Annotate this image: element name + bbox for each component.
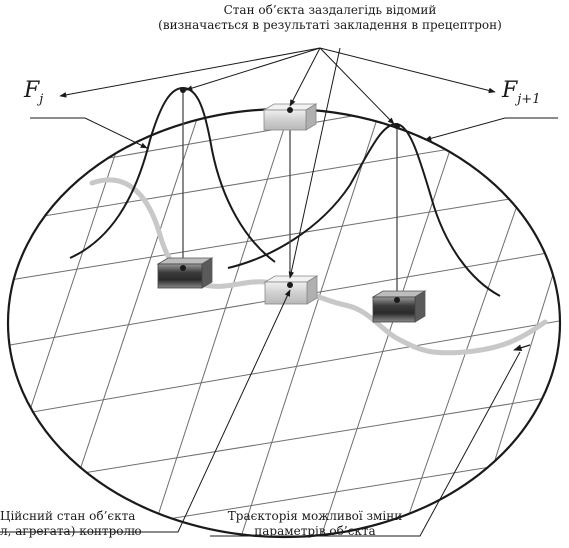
bottom-left-leader <box>0 289 291 533</box>
label-arrows <box>59 47 496 279</box>
arrow-to-middle-block <box>288 47 341 279</box>
bottom-right-leader <box>210 351 521 537</box>
arrow-to-peak-left <box>185 47 321 91</box>
function-label-fj1: Fj+1 <box>502 80 540 111</box>
peak-curve-right <box>227 122 501 297</box>
bottom-left-caption: Ційсний стан об’єкта л, агрегата) контро… <box>0 509 142 539</box>
grid-line <box>14 319 560 416</box>
bottom-left-line1: Ційсний стан об’єкта <box>0 509 136 523</box>
trajectory-arrow <box>513 344 531 351</box>
drop-lines <box>182 90 398 300</box>
peak-curve-left <box>69 86 276 263</box>
grid-line <box>9 109 131 471</box>
fj-leader <box>30 117 148 149</box>
state-block-light-middle <box>263 275 319 305</box>
state-space-ellipse <box>6 107 562 539</box>
grid-line <box>39 394 560 481</box>
state-point <box>394 297 400 303</box>
fj1-symbol: F <box>502 78 518 103</box>
top-caption-line2: (визначається в результаті закладення в … <box>158 18 502 32</box>
function-label-fj: Fj <box>24 80 43 111</box>
state-points <box>180 87 400 303</box>
bottom-right-line1: Траєкторія можливої зміни <box>227 509 403 523</box>
state-block-dark-right <box>371 290 427 323</box>
fj1-subscript: j+1 <box>517 92 541 107</box>
state-point <box>180 265 186 271</box>
top-caption: Стан об’єкта заздалегідь відомий (визнач… <box>140 3 520 33</box>
state-block-dark-left <box>156 257 214 289</box>
grid-line <box>239 109 381 537</box>
fj1-leader <box>424 117 558 142</box>
bottom-left-line2: л, агрегата) контролю <box>0 524 142 538</box>
arrow-to-fj <box>59 47 321 98</box>
state-point <box>287 282 293 288</box>
arrow-to-peak-right <box>319 47 395 125</box>
grid-line <box>319 119 461 537</box>
grid-line <box>9 189 560 281</box>
bottom-right-line2: параметрів об’єкта <box>254 524 376 538</box>
top-caption-line1: Стан об’єкта заздалегідь відомий <box>223 3 437 17</box>
state-point <box>180 87 186 93</box>
state-point <box>287 107 293 113</box>
grid-line <box>149 109 291 537</box>
state-point <box>394 123 400 129</box>
fj-subscript: j <box>39 92 44 107</box>
arrow-to-top-block <box>289 47 321 107</box>
fj-symbol: F <box>24 78 40 103</box>
grid-line <box>59 109 201 531</box>
bottom-right-caption: Траєкторія можливої зміни параметрів об’… <box>200 509 430 539</box>
arrow-to-fj1 <box>319 47 496 94</box>
grid-line <box>469 219 560 537</box>
